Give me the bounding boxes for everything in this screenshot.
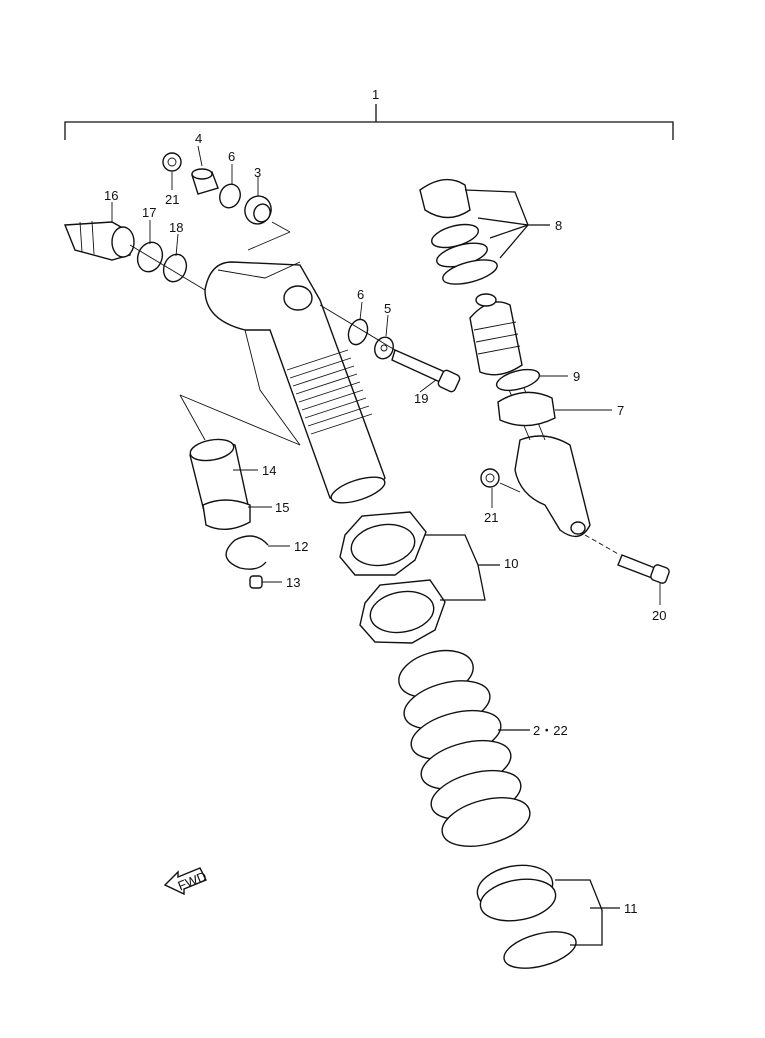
callout-1: 1 [372, 87, 379, 102]
parts-set-8 [419, 178, 498, 285]
stopper-7 [497, 391, 556, 427]
washer-5 [374, 336, 394, 360]
callout-20: 20 [652, 608, 666, 623]
assembly-bracket [64, 104, 674, 140]
seal-6-top [219, 183, 241, 209]
callout-17: 17 [142, 205, 156, 220]
circlip-12 [225, 535, 269, 570]
ring-9 [495, 368, 541, 392]
seal-6-side [347, 318, 369, 346]
callout-13: 13 [286, 575, 300, 590]
callout-14: 14 [262, 463, 276, 478]
spring-seat-11 [476, 864, 577, 969]
shock-body-ribs [286, 349, 373, 435]
callout-4: 4 [195, 131, 202, 146]
callout-21-lower: 21 [484, 510, 498, 525]
callout-6-side: 6 [357, 287, 364, 302]
callout-10: 10 [504, 556, 518, 571]
valve-13 [249, 575, 263, 589]
adjuster-nut-10-lower [359, 579, 446, 644]
callout-11: 11 [624, 901, 638, 916]
bolt-20 [617, 554, 670, 584]
adjuster-16 [63, 220, 135, 261]
callout-15: 15 [275, 500, 289, 515]
o-ring-18 [162, 253, 188, 283]
callout-12: 12 [294, 539, 308, 554]
fwd-arrow-icon [163, 867, 207, 896]
callout-6-top: 6 [228, 149, 235, 164]
callout-9: 9 [573, 369, 580, 384]
callout-16: 16 [104, 188, 118, 203]
callout-7: 7 [617, 403, 624, 418]
callout-18: 18 [169, 220, 183, 235]
spring-2-22 [398, 649, 531, 847]
nut-21-top [162, 152, 182, 172]
callout-5: 5 [384, 301, 391, 316]
callout-leaders [111, 145, 661, 605]
spacer-4 [191, 168, 219, 195]
callout-19: 19 [414, 391, 428, 406]
reservoir-cap-15 [202, 499, 251, 530]
callout-3: 3 [254, 165, 261, 180]
callout-21-top: 21 [165, 192, 179, 207]
shock-body [204, 261, 386, 504]
fwd-marker-label: FWD [176, 868, 209, 893]
adjuster-nut-10-upper [339, 511, 427, 576]
callout-2-22: 2・22 [533, 723, 568, 738]
bolt-19 [391, 349, 461, 393]
bearing-3 [244, 195, 272, 225]
nut-21-lower [480, 468, 500, 488]
callout-8: 8 [555, 218, 562, 233]
